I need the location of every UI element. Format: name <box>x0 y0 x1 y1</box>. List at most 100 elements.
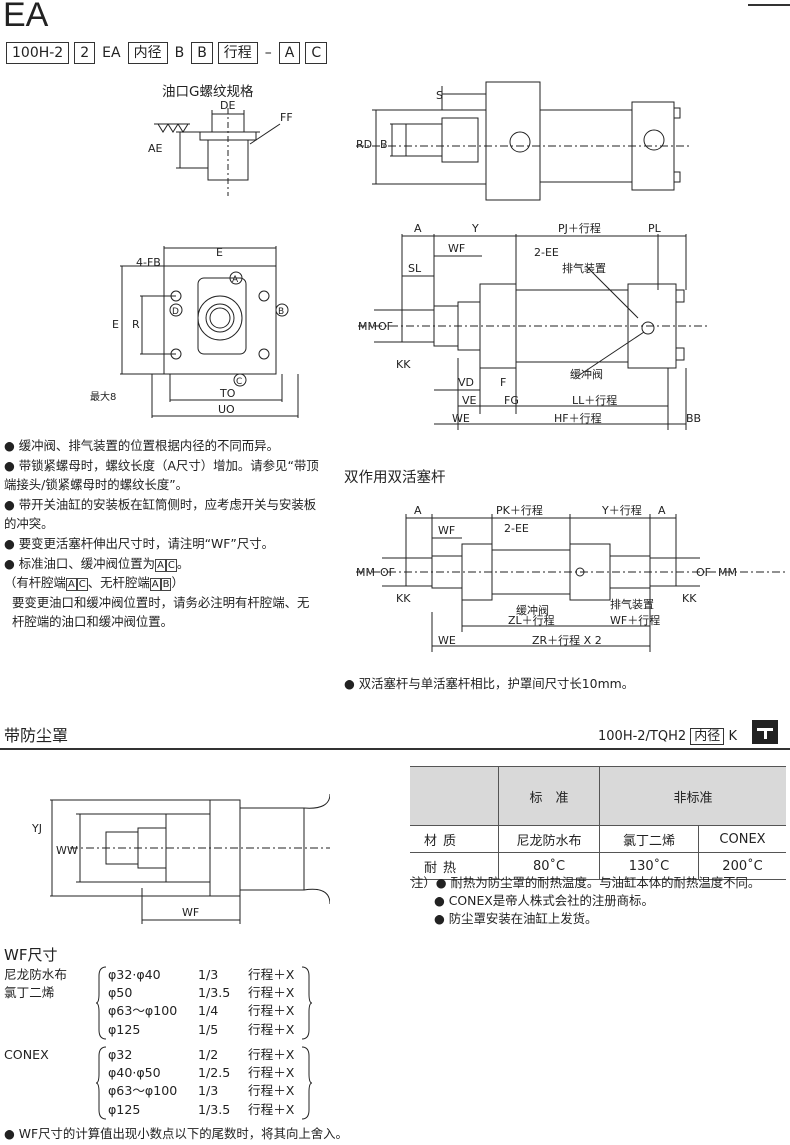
top-right-rule <box>748 4 790 6</box>
note-item: ● 要变更活塞杆伸出尺寸时，请注明“WF”尺寸。 <box>4 535 275 551</box>
dust-cover-header: 带防尘罩 100H-2/TQH2 内径 K <box>0 718 790 750</box>
rd-label: RD <box>356 138 372 151</box>
wf-group-conex-names: CONEX <box>4 1047 49 1062</box>
code-item: C <box>305 42 328 64</box>
std-header: 标 准 <box>498 766 600 826</box>
front-r-label: R <box>132 318 140 331</box>
dr-pk-label: PK＋行程 <box>496 504 543 517</box>
front-e-top-label: E <box>216 246 223 259</box>
code-item: B <box>174 45 185 61</box>
notes-block: ● 缓冲阀、排气装置的位置根据内径的不同而异。 ● 带锁紧螺母时，螺纹长度（A尺… <box>4 436 320 632</box>
side-sl-label: SL <box>408 262 422 275</box>
bracket-right <box>301 1046 312 1120</box>
side-bb-label: BB <box>686 412 701 425</box>
front-view-drawing: E E R 4-FB A B D C 最大8 TO UO <box>90 246 299 418</box>
side-mm-label: MM <box>358 320 377 333</box>
side-ee-label: 2-EE <box>534 246 559 259</box>
dust-cover-title: 带防尘罩 <box>4 726 69 745</box>
dr-of2-label: OF <box>696 566 711 579</box>
table-row: 材质 尼龙防水布 氯丁二烯 CONEX <box>410 825 786 853</box>
code-item: 内径 <box>127 42 168 64</box>
top-view-drawing: S RD B <box>356 81 690 201</box>
dr-kk1-label: KK <box>396 592 411 605</box>
front-fb-label: 4-FB <box>136 256 161 269</box>
side-pl-label: PL <box>648 222 662 235</box>
dust-cover-spec-table: 标 准 非标准 材质 尼龙防水布 氯丁二烯 CONEX 耐热 80˚C 130˚… <box>410 766 786 880</box>
side-a-label: A <box>414 222 422 235</box>
side-wf-label: WF <box>448 242 465 255</box>
bracket-left <box>96 966 107 1040</box>
side-pj-label: PJ＋行程 <box>558 222 601 235</box>
dr-kk2-label: KK <box>682 592 697 605</box>
code-item: A <box>278 42 301 64</box>
dust-cover-code: 100H-2/TQH2 内径 K <box>598 728 737 745</box>
side-of-label: OF <box>378 320 393 333</box>
dr-a2-label: A <box>658 504 666 517</box>
dr-vent-label: 排气装置 <box>610 597 654 611</box>
bracket-left <box>96 1046 107 1120</box>
side-view-drawing: A Y PJ＋行程 PL WF 2-EE SL 排气装置 MM OF KK 缓冲… <box>358 222 708 430</box>
ae-label: AE <box>148 142 163 155</box>
dr-mm2-label: MM <box>718 566 737 579</box>
double-rod-title: 双作用双活塞杆 <box>344 470 446 486</box>
code-item: 行程 <box>217 42 258 64</box>
front-max8-label: 最大8 <box>90 390 116 403</box>
front-e-left-label: E <box>112 318 119 331</box>
note-item: ● 带开关油缸的安装板在缸筒侧时，应考虑开关与安装板的冲突。 <box>4 496 317 532</box>
note-item: 要变更油口和缓冲阀位置时，请务必注明有杆腔端、无杆腔端的油口和缓冲阀位置。 <box>12 594 310 630</box>
model-title: EA <box>3 0 49 34</box>
s-label: S <box>436 89 443 102</box>
side-cushion-label: 缓冲阀 <box>570 367 603 381</box>
front-c-label: C <box>236 377 242 387</box>
code-item: 100H-2 <box>6 42 70 64</box>
port-detail-drawing: DE FF AE <box>148 99 293 196</box>
side-ll-label: LL＋行程 <box>572 394 617 407</box>
dr-of1-label: OF <box>380 566 395 579</box>
front-d-label: D <box>172 307 179 317</box>
de-label: DE <box>220 99 235 112</box>
side-vd-label: VD <box>458 376 474 389</box>
side-kk-label: KK <box>396 358 411 371</box>
dr-we-label: WE <box>438 634 456 647</box>
dr-wf2-label: WF＋行程 <box>610 614 660 627</box>
wf-group-nylon-names: 尼龙防水布 氯丁二烯 <box>4 967 67 1001</box>
dc-wf-label: WF <box>182 906 199 919</box>
port-detail-title: 油口G螺纹规格 <box>162 84 254 100</box>
wf-dims-title: WF尺寸 <box>4 946 58 964</box>
table-notes: 注）● 耐热为防尘罩的耐热温度。与油缸本体的耐热温度不同。 ● CONEX是帝人… <box>411 875 761 926</box>
side-vent-label: 排气装置 <box>562 261 606 275</box>
dr-cushion-label: 缓冲阀 <box>516 603 549 617</box>
front-to-label: TO <box>219 387 236 400</box>
b-label: B <box>380 138 388 151</box>
front-b-label: B <box>278 307 284 317</box>
side-ve-label: VE <box>462 394 477 407</box>
dust-cover-drawing: YJ WW WF <box>31 793 330 924</box>
side-y-label: Y <box>471 222 479 235</box>
dr-y-label: Y＋行程 <box>601 504 642 517</box>
dr-a1-label: A <box>414 504 422 517</box>
ff-label: FF <box>280 111 293 124</box>
double-rod-note: ● 双活塞杆与单活塞杆相比，护罩间尺寸长10mm。 <box>344 676 635 691</box>
code-item: – <box>264 45 272 61</box>
code-item: EA <box>102 45 121 61</box>
side-fg-label: FG <box>504 394 519 407</box>
code-item: 2 <box>74 42 96 64</box>
dr-wf-label: WF <box>438 524 455 537</box>
side-hf-label: HF＋行程 <box>554 412 602 425</box>
code-item: B <box>191 42 213 64</box>
dust-cover-icon <box>752 720 778 744</box>
dr-mm1-label: MM <box>356 566 375 579</box>
front-a-label: A <box>232 275 239 285</box>
note-item: ● 带锁紧螺母时，螺纹长度（A尺寸）增加。请参见“带顶端接头/锁紧螺母时的螺纹长… <box>4 457 319 493</box>
dr-zr-label: ZR＋行程 X 2 <box>532 634 602 647</box>
ww-label: WW <box>56 844 78 857</box>
note-item: ● 缓冲阀、排气装置的位置根据内径的不同而异。 <box>4 438 279 453</box>
wf-footnote: ● WF尺寸的计算值出现小数点以下的尾数时，将其向上舍入。 <box>4 1126 348 1141</box>
